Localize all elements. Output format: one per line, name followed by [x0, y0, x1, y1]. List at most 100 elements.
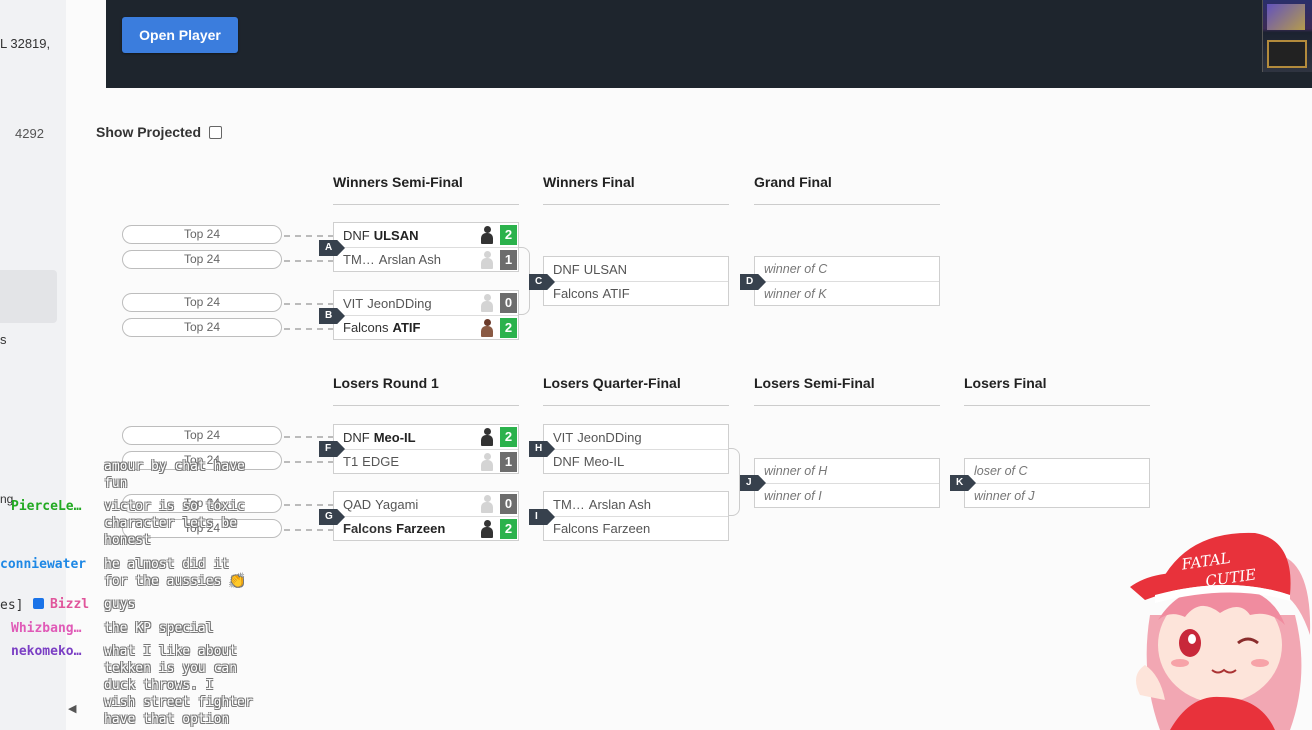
chat-username[interactable]: conniewater	[0, 557, 87, 572]
team-tag: TM…	[553, 496, 585, 512]
seed-connector	[284, 260, 334, 262]
seed-placeholder[interactable]: Top 24	[122, 318, 282, 337]
round-header-losers-sf: Losers Semi-Final	[754, 375, 940, 406]
player-name: ULSAN	[373, 227, 419, 243]
match-label-g: G	[319, 509, 345, 525]
round-header-winners-semi: Winners Semi-Final	[333, 174, 519, 205]
scroll-left-icon[interactable]: ◀	[68, 703, 77, 715]
sidebar-selected-item[interactable]	[0, 270, 57, 323]
seed-placeholder[interactable]: Top 24	[122, 225, 282, 244]
match-i-player-2[interactable]: Falcons Farzeen	[544, 516, 728, 540]
score-badge: 0	[500, 494, 517, 514]
seed-connector	[284, 303, 334, 305]
match-label-k: K	[950, 475, 976, 491]
match-j[interactable]: winner of H winner of I	[754, 458, 940, 508]
team-tag: DNF	[553, 261, 580, 277]
seed-placeholder[interactable]: Top 24	[122, 451, 282, 470]
team-tag: T1	[343, 454, 359, 469]
match-g[interactable]: QAD Yagami 0 Falcons Farzeen 2	[333, 491, 519, 541]
match-f-player-2[interactable]: T1 EDGE 1	[334, 449, 518, 473]
match-b-player-1[interactable]: VIT JeonDDing 0	[334, 291, 518, 315]
team-tag: QAD	[343, 496, 372, 512]
match-k-slot-2[interactable]: winner of J	[965, 483, 1149, 507]
match-g-player-2[interactable]: Falcons Farzeen 2	[334, 516, 518, 540]
stream-thumbnail[interactable]	[1262, 0, 1312, 72]
match-h[interactable]: VIT JeonDDing DNF Meo-IL	[543, 424, 729, 474]
match-a-player-2[interactable]: TM… Arslan Ash 1	[334, 247, 518, 271]
team-tag: DNF	[343, 429, 370, 445]
bracket-connector	[728, 448, 740, 516]
character-icon	[479, 520, 495, 538]
seed-placeholder[interactable]: Top 24	[122, 519, 282, 538]
player-name: JeonDDing	[577, 429, 642, 445]
score-badge: 2	[500, 225, 517, 245]
team-tag: Falcons	[553, 521, 599, 536]
match-d-slot-1[interactable]: winner of C	[764, 262, 828, 276]
character-icon	[479, 294, 495, 312]
chat-user-bizzl[interactable]: Bizzl	[33, 597, 89, 612]
seed-placeholder[interactable]: Top 24	[122, 293, 282, 312]
player-name: ATIF	[602, 286, 630, 301]
match-i-player-1[interactable]: TM… Arslan Ash	[544, 492, 728, 516]
chat-message: guys	[104, 597, 136, 612]
team-tag: DNF	[553, 454, 580, 469]
round-header-losers-qf: Losers Quarter-Final	[543, 375, 729, 406]
round-header-winners-final: Winners Final	[543, 174, 729, 205]
seed-placeholder[interactable]: Top 24	[122, 250, 282, 269]
show-projected-toggle[interactable]: Show Projected	[96, 124, 223, 140]
match-b[interactable]: VIT JeonDDing 0 Falcons ATIF 2	[333, 290, 519, 340]
match-a[interactable]: DNF ULSAN 2 TM… Arslan Ash 1	[333, 222, 519, 272]
match-d-slot-2[interactable]: winner of K	[755, 281, 939, 305]
chat-username[interactable]: PierceLe…	[11, 499, 82, 514]
match-label-h: H	[529, 441, 555, 457]
text-fragment-s: s	[0, 332, 7, 347]
score-badge: 1	[500, 452, 517, 472]
match-label-j: J	[740, 475, 766, 491]
chat-username[interactable]: Whizbang…	[11, 621, 82, 636]
count-fragment: 4292	[15, 126, 44, 141]
match-a-player-1[interactable]: DNF ULSAN 2	[334, 223, 518, 247]
seed-placeholder[interactable]: Top 24	[122, 426, 282, 445]
seed-placeholder[interactable]: Top 24	[122, 494, 282, 513]
seed-connector	[284, 328, 334, 330]
chat-username[interactable]: nekomeko…	[11, 644, 82, 659]
text-fragment-es: es]	[0, 598, 24, 613]
match-f-player-1[interactable]: DNF Meo-IL 2	[334, 425, 518, 449]
match-h-player-2[interactable]: DNF Meo-IL	[544, 449, 728, 473]
round-header-grand-final: Grand Final	[754, 174, 940, 205]
score-badge: 0	[500, 293, 517, 313]
match-c[interactable]: DNF ULSAN Falcons ATIF	[543, 256, 729, 306]
thumbnail-frame	[1267, 40, 1307, 68]
team-tag: VIT	[553, 429, 574, 445]
open-player-button[interactable]: Open Player	[122, 17, 238, 53]
character-icon	[479, 319, 495, 337]
match-k[interactable]: loser of C winner of J	[964, 458, 1150, 508]
player-name: Arslan Ash	[588, 496, 651, 512]
player-name: ATIF	[392, 320, 421, 335]
match-f[interactable]: DNF Meo-IL 2 T1 EDGE 1	[333, 424, 519, 474]
match-d[interactable]: winner of C winner of K	[754, 256, 940, 306]
match-c-player-1[interactable]: DNF ULSAN	[544, 257, 728, 281]
match-h-player-1[interactable]: VIT JeonDDing	[544, 425, 728, 449]
player-name: Farzeen	[396, 521, 446, 536]
chat-message: what I like about tekken is you can duck…	[104, 644, 253, 727]
character-icon	[479, 453, 495, 471]
match-k-slot-1[interactable]: loser of C	[974, 464, 1028, 478]
moderator-badge-icon	[33, 598, 44, 609]
match-b-player-2[interactable]: Falcons ATIF 2	[334, 315, 518, 339]
team-tag: Falcons	[553, 286, 599, 301]
chat-message: he almost did it for the aussies 👏	[104, 557, 246, 589]
match-g-player-1[interactable]: QAD Yagami 0	[334, 492, 518, 516]
player-name: Meo-IL	[583, 454, 625, 469]
seed-connector	[284, 461, 334, 463]
chat-message: the KP special	[104, 621, 214, 636]
match-j-slot-2[interactable]: winner of I	[755, 483, 939, 507]
bracket-connector	[518, 247, 530, 315]
team-tag: Falcons	[343, 521, 393, 536]
match-i[interactable]: TM… Arslan Ash Falcons Farzeen	[543, 491, 729, 541]
show-projected-checkbox[interactable]	[209, 125, 223, 139]
match-c-player-2[interactable]: Falcons ATIF	[544, 281, 728, 305]
round-header-losers-final: Losers Final	[964, 375, 1150, 406]
mascot-overlay-image: FATAL CUTIE	[1130, 532, 1311, 730]
match-j-slot-1[interactable]: winner of H	[764, 464, 828, 478]
